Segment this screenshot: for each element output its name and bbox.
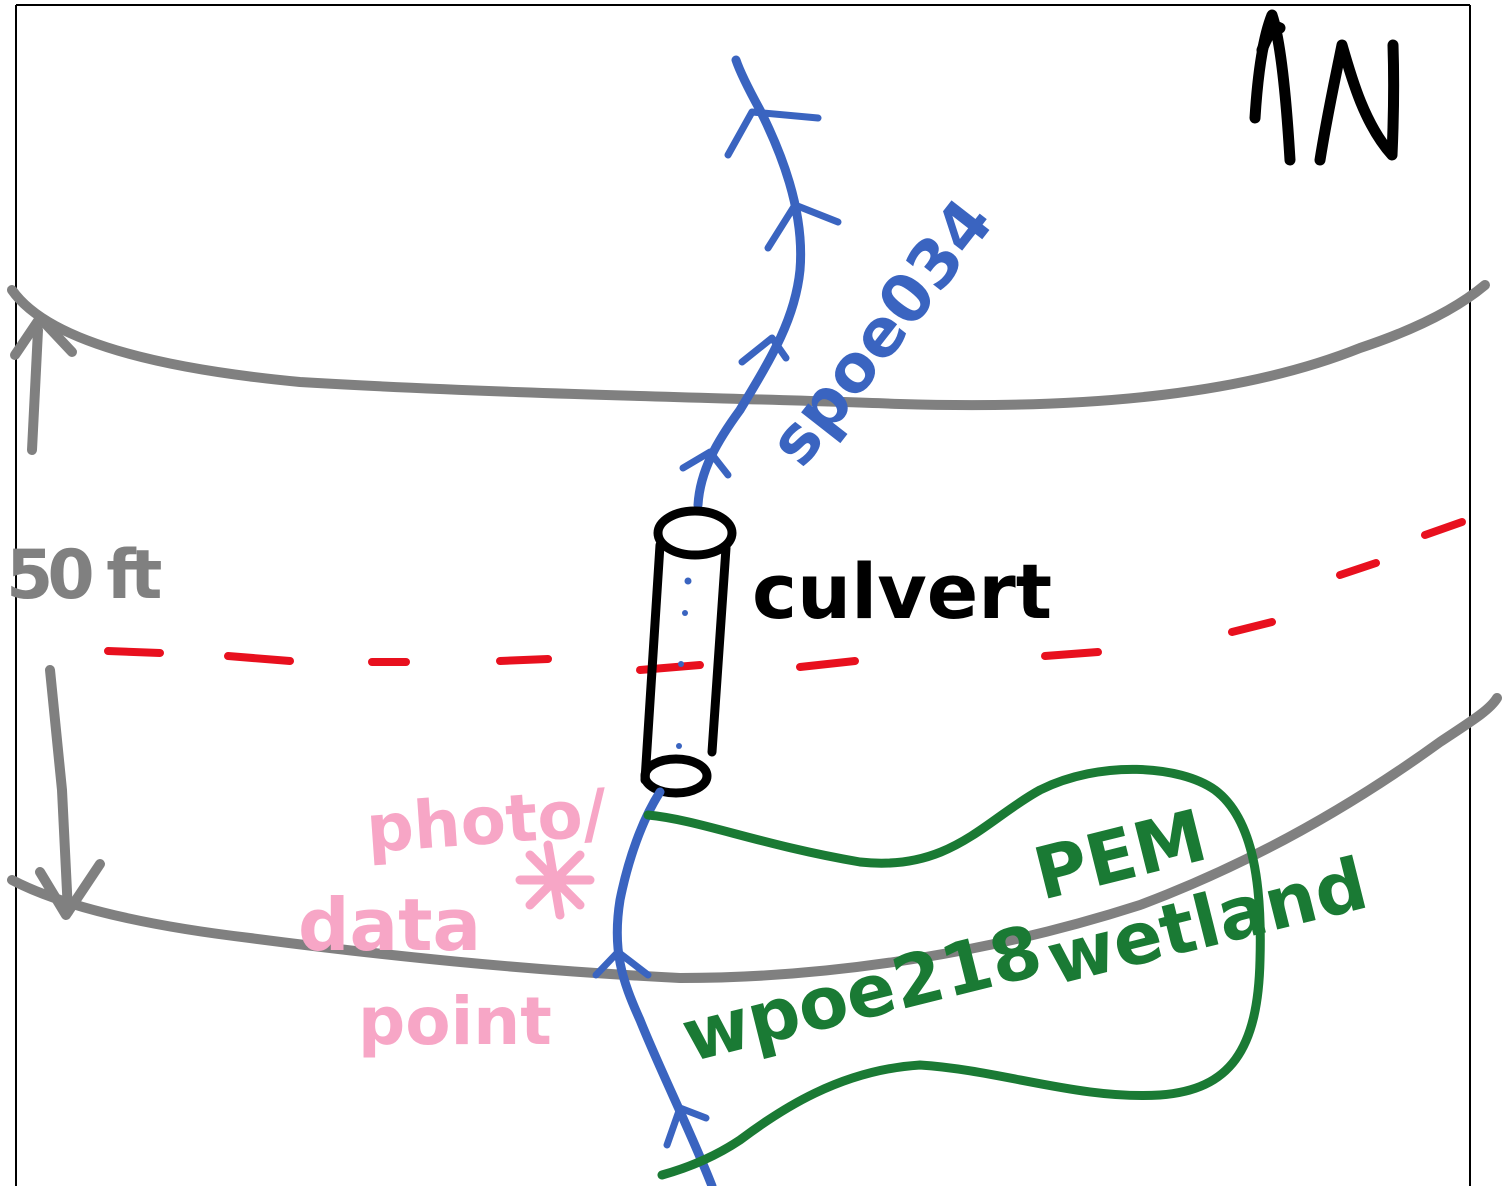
page-frame <box>15 4 1471 1186</box>
road-centerline <box>104 518 1466 674</box>
culvert-label: culvert <box>752 547 1052 636</box>
asterisk-star-icon <box>515 840 595 920</box>
culvert-pipe-icon <box>640 506 737 798</box>
wetland-id-label: wpoe218 <box>674 908 1050 1078</box>
dimension-arrow <box>10 313 105 920</box>
stream-flow-arrows-north <box>679 108 842 479</box>
wetland-boundary <box>643 764 1265 1180</box>
stream-label: spoe034 <box>754 185 1008 480</box>
north-arrow-icon <box>1249 9 1400 166</box>
distance-label: 50 ft <box>6 536 161 615</box>
road-edge-north <box>7 280 1490 411</box>
photo-point-label-2: data <box>298 883 481 967</box>
stream-channel-south <box>612 787 717 1186</box>
culvert-flow-dots <box>676 577 692 749</box>
road-edge-south <box>7 693 1502 984</box>
stream-flow-arrows-south <box>592 948 710 1149</box>
photo-point-label-1: photo/ <box>364 774 610 868</box>
photo-point-label-3: point <box>358 983 552 1060</box>
